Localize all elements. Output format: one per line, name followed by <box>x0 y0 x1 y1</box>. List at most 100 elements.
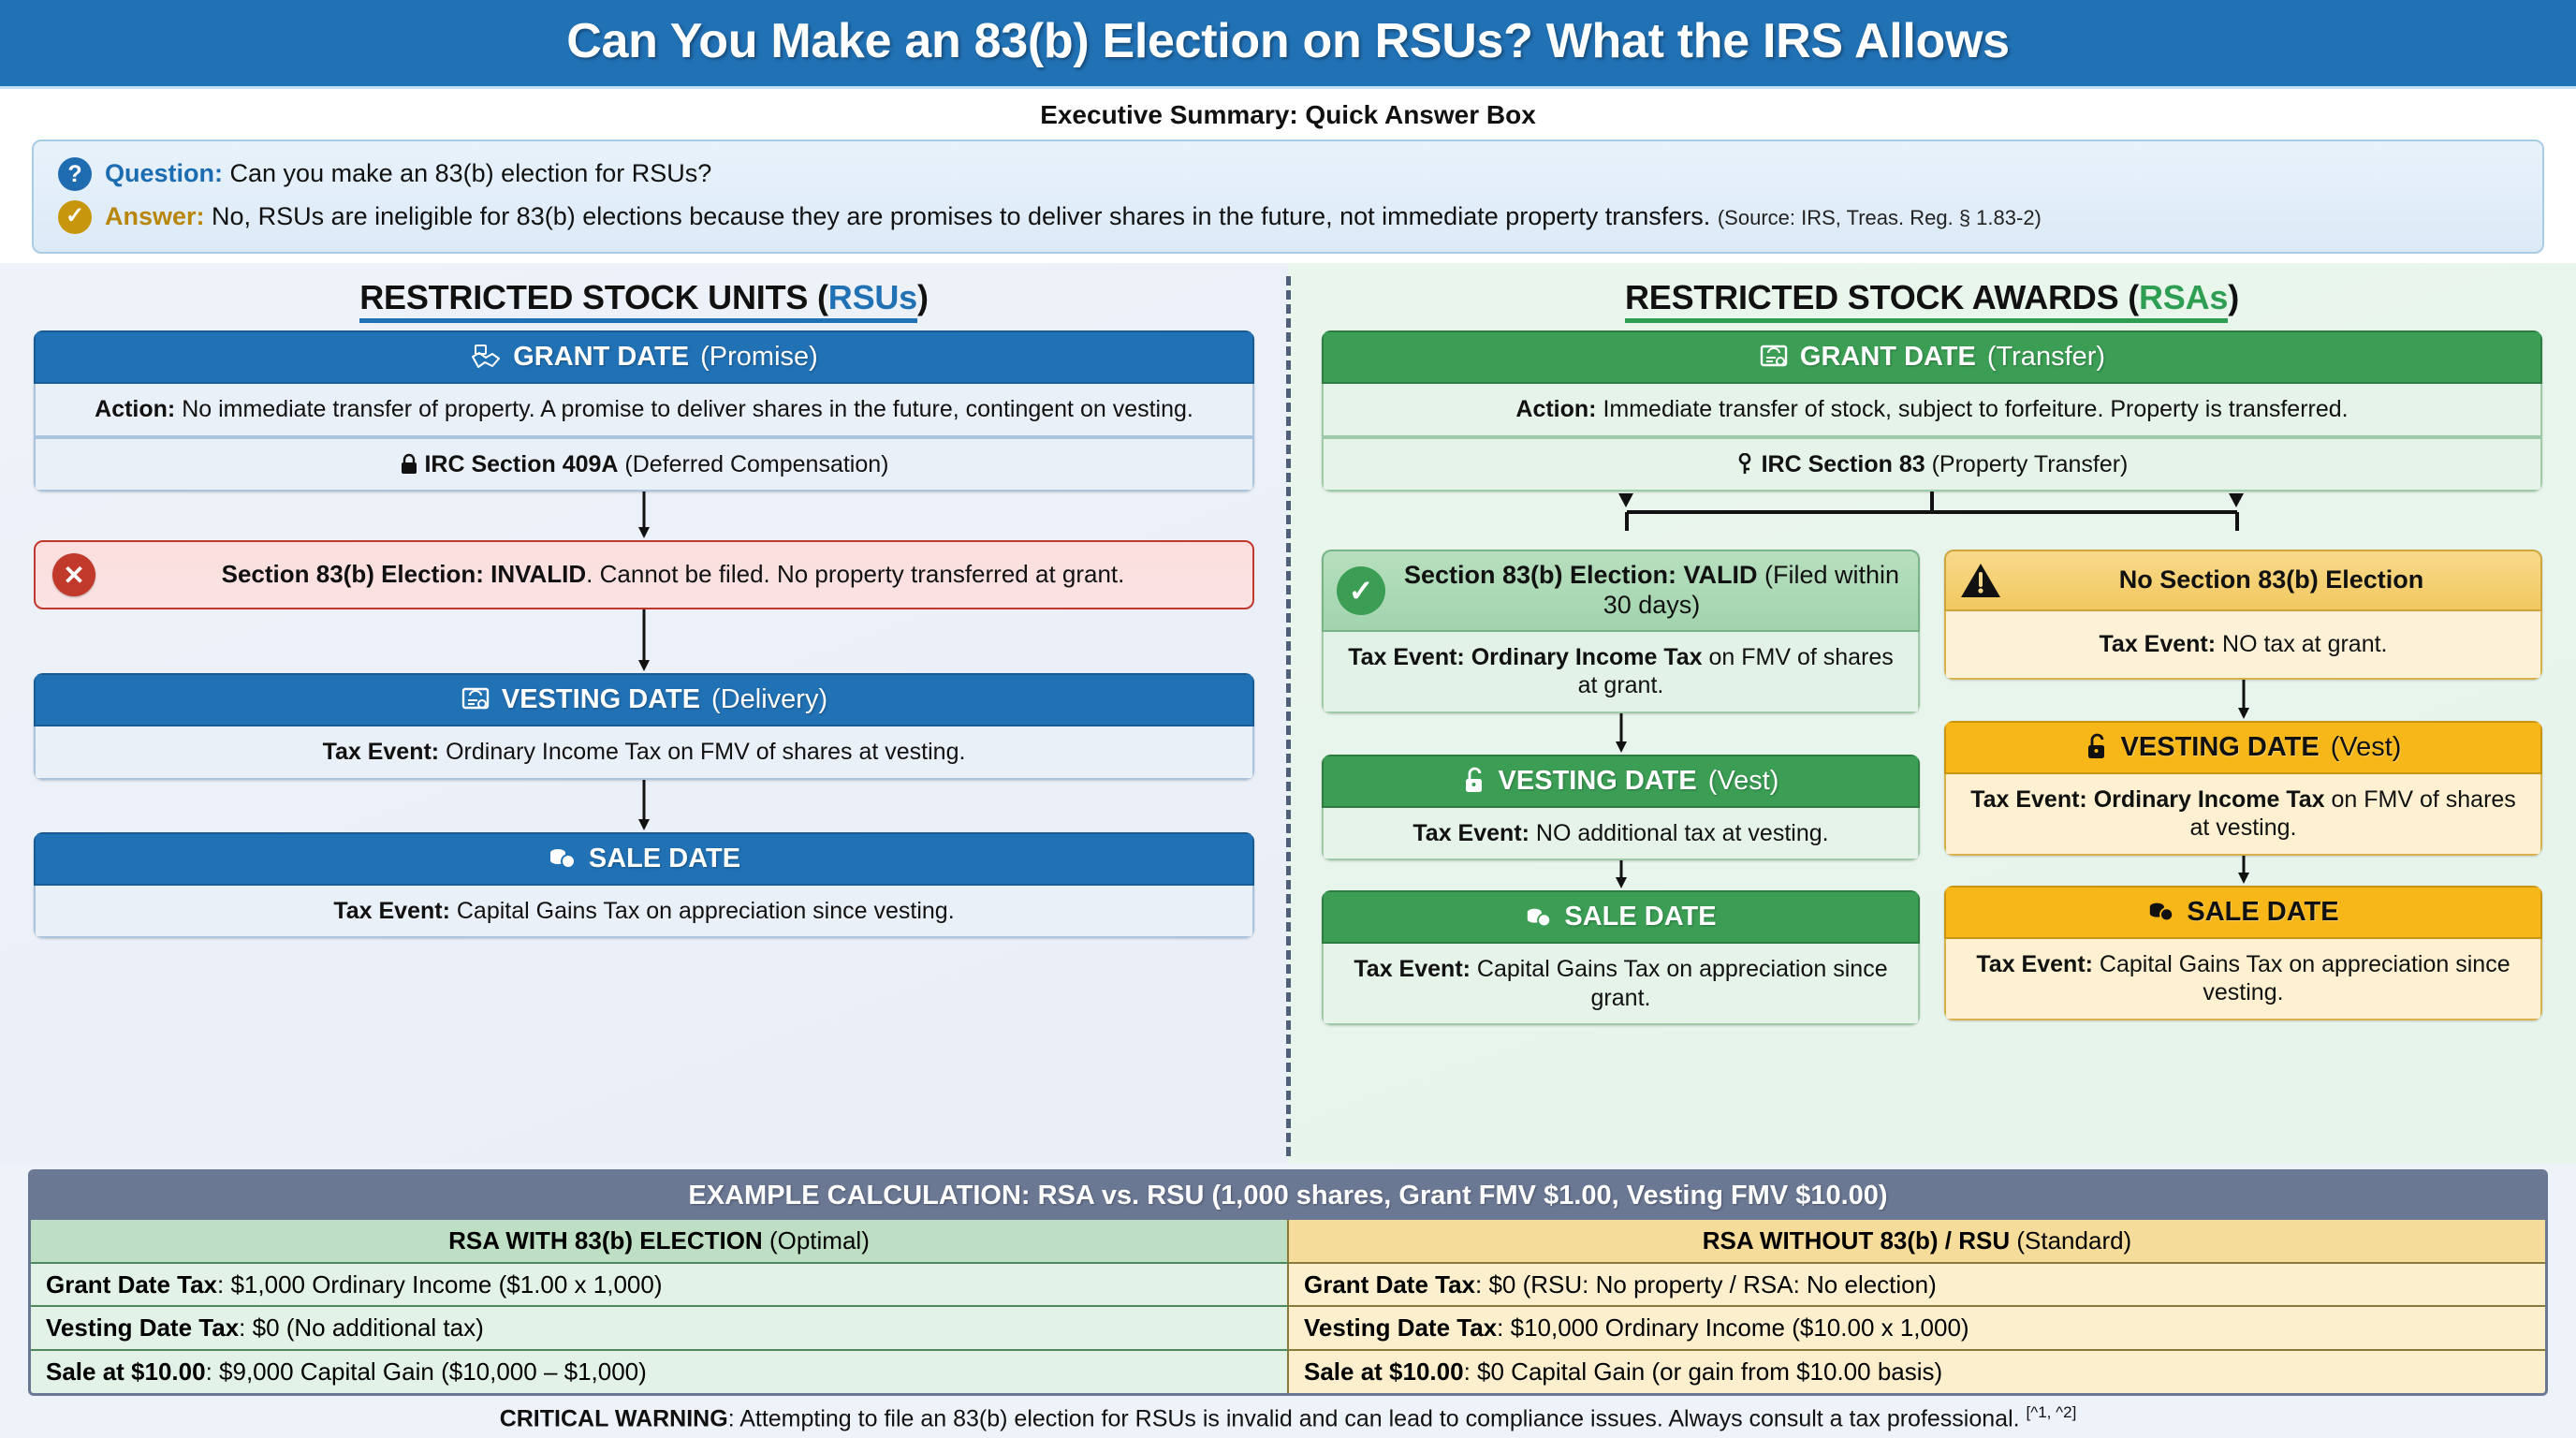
table-header-right-bold: RSA WITHOUT 83(b) / RSU <box>1702 1225 2011 1255</box>
rsa-no-election-title: No Section 83(b) Election <box>2118 565 2424 594</box>
rsa-without-sale-tax-label: Tax Event: <box>1976 950 2093 977</box>
rsu-invalid-text: Section 83(b) Election: INVALID. Cannot … <box>110 560 1236 590</box>
rsa-without-vesting-tax-label: Tax Event: Ordinary Income Tax <box>1970 785 2325 813</box>
table-header-right-sub: (Standard) <box>2016 1225 2132 1255</box>
comparison-columns: RESTRICTED STOCK UNITS (RSUs) GRANT DATE… <box>0 263 2576 1164</box>
rsu-grant-code-label: IRC Section 409A <box>424 450 619 477</box>
rsu-sale-tax-label: Tax Event: <box>333 897 450 924</box>
rsa-grant-action-text: Immediate transfer of stock, subject to … <box>1603 396 2349 422</box>
row-value: : $9,000 Capital Gain ($10,000 – $1,000) <box>205 1357 647 1386</box>
table-title: EXAMPLE CALCULATION: RSA vs. RSU (1,000 … <box>31 1171 2545 1220</box>
rsa-heading-main: RESTRICTED STOCK AWARDS ( <box>1624 278 2139 323</box>
rsa-branch-pair: ✓ Section 83(b) Election: VALID (Filed w… <box>1322 550 2542 1026</box>
rsa-with-sale-tax-text: Capital Gains Tax on appreciation since … <box>1476 956 1888 1011</box>
rsu-arrow-2 <box>34 609 1254 673</box>
rsu-grant-card: GRANT DATE (Promise) Action: No immediat… <box>34 330 1254 492</box>
rsa-grant-code: IRC Section 83 (Property Transfer) <box>1322 436 2542 492</box>
row-value: : $0 (No additional tax) <box>239 1313 484 1343</box>
rsa-branch-connector <box>1322 492 2542 550</box>
rsa-without-sale-tax: Tax Event: Capital Gains Tax on apprecia… <box>1944 938 2542 1020</box>
table-header-left: RSA WITH 83(b) ELECTION (Optimal) <box>31 1219 1289 1264</box>
rsa-without-vesting-card: VESTING DATE (Vest) Tax Event: Ordinary … <box>1944 720 2542 856</box>
rsa-heading-accent: RSAs <box>2139 278 2228 323</box>
rsu-heading-close: ) <box>917 278 929 316</box>
rsu-sale-tax-text: Capital Gains Tax on appreciation since … <box>456 897 955 924</box>
rsu-vesting-subtitle: (Delivery) <box>711 684 828 714</box>
rsa-without-vesting-title: VESTING DATE <box>2120 731 2320 762</box>
rsu-grant-code-sub: (Deferred Compensation) <box>624 450 889 477</box>
rsa-without-sale-tax-text: Capital Gains Tax on appreciation since … <box>2099 950 2510 1006</box>
table-cell-right: Vesting Date Tax: $10,000 Ordinary Incom… <box>1289 1307 2545 1351</box>
rsa-valid-tax: Tax Event: Ordinary Income Tax on FMV of… <box>1322 631 1920 713</box>
coins-icon <box>1528 908 1552 928</box>
lock-icon <box>401 453 417 474</box>
rsa-without-vesting-sub: (Vest) <box>2330 731 2402 762</box>
question-row: ? Question: Can you make an 83(b) electi… <box>58 153 2518 196</box>
rsa-no-election-card: No Section 83(b) Election Tax Event: NO … <box>1944 550 2542 680</box>
rsa-with-election-branch: ✓ Section 83(b) Election: VALID (Filed w… <box>1322 550 1920 1026</box>
rsu-sale-tax: Tax Event: Capital Gains Tax on apprecia… <box>34 885 1254 938</box>
rsu-sale-title: SALE DATE <box>588 843 741 873</box>
rsa-without-sale-header: SALE DATE <box>1944 885 2542 939</box>
rsu-heading-main: RESTRICTED STOCK UNITS ( <box>359 278 828 323</box>
row-value: : $0 Capital Gain (or gain from $10.00 b… <box>1463 1357 1943 1386</box>
critical-warning: CRITICAL WARNING: Attempting to file an … <box>0 1395 2576 1438</box>
rsu-grant-action-text: No immediate transfer of property. A pro… <box>182 396 1193 422</box>
example-calculation-table: EXAMPLE CALCULATION: RSA vs. RSU (1,000 … <box>28 1168 2548 1396</box>
row-label: Vesting Date Tax <box>46 1313 240 1343</box>
table-header-left-bold: RSA WITH 83(b) ELECTION <box>448 1225 763 1255</box>
rsa-grant-action: Action: Immediate transfer of stock, sub… <box>1322 384 2542 437</box>
key-icon <box>1738 452 1750 474</box>
rsa-grant-card: GRANT DATE (Transfer) Action: Immediate … <box>1322 330 2542 492</box>
rsu-grant-code: IRC Section 409A (Deferred Compensation) <box>34 436 1254 492</box>
critical-warning-label: CRITICAL WARNING <box>499 1405 728 1431</box>
rsa-no-election-tax-label: Tax Event: <box>2099 631 2217 657</box>
rsu-grant-title: GRANT DATE <box>513 342 690 372</box>
rsa-with-sale-card: SALE DATE Tax Event: Capital Gains Tax o… <box>1322 890 1920 1026</box>
answer-body: No, RSUs are ineligible for 83(b) electi… <box>212 202 1711 231</box>
rsu-column: RESTRICTED STOCK UNITS (RSUs) GRANT DATE… <box>0 263 1288 1164</box>
certificate-icon <box>1760 345 1788 366</box>
table-header-left-sub: (Optimal) <box>768 1225 870 1255</box>
rsa-without-vesting-header: VESTING DATE (Vest) <box>1944 720 2542 774</box>
rsa-grant-title: GRANT DATE <box>1799 342 1976 372</box>
table-row: Sale at $10.00: $9,000 Capital Gain ($10… <box>31 1351 2545 1393</box>
check-circle-icon: ✓ <box>58 200 92 234</box>
rsu-vesting-card: VESTING DATE (Delivery) Tax Event: Ordin… <box>34 673 1254 780</box>
rsa-with-sale-header: SALE DATE <box>1322 890 1920 945</box>
rsu-vesting-tax: Tax Event: Ordinary Income Tax on FMV of… <box>34 726 1254 780</box>
table-header-row: RSA WITH 83(b) ELECTION (Optimal) RSA WI… <box>31 1219 2545 1264</box>
rsa-column: RESTRICTED STOCK AWARDS (RSAs) GRANT DAT… <box>1288 263 2576 1164</box>
rsu-vesting-tax-label: Tax Event: <box>322 739 440 765</box>
unlock-icon <box>2087 733 2104 758</box>
answer-text: Answer: No, RSUs are ineligible for 83(b… <box>105 201 2042 233</box>
executive-summary-label: Executive Summary: Quick Answer Box <box>0 89 2576 139</box>
rsa-column-heading: RESTRICTED STOCK AWARDS (RSAs) <box>1322 272 2542 330</box>
rsa-with-vesting-sub: (Vest) <box>1707 765 1779 796</box>
table-row: Vesting Date Tax: $0 (No additional tax)… <box>31 1307 2545 1351</box>
quick-answer-box: ? Question: Can you make an 83(b) electi… <box>32 139 2544 254</box>
rsu-vesting-title: VESTING DATE <box>501 684 701 714</box>
rsa-valid-tax-text: on FMV of shares at grant. <box>1577 643 1894 699</box>
footnote-markers: [^1, ^2] <box>2026 1402 2077 1421</box>
certificate-icon <box>461 687 490 709</box>
rsa-with-vesting-header: VESTING DATE (Vest) <box>1322 754 1920 808</box>
row-value: : $0 (RSU: No property / RSA: No electio… <box>1475 1269 1937 1299</box>
critical-warning-text: : Attempting to file an 83(b) election f… <box>727 1405 2020 1431</box>
rsa-no-election-tax: Tax Event: NO tax at grant. <box>1944 611 2542 680</box>
rsu-invalid-election-box: ✕ Section 83(b) Election: INVALID. Canno… <box>34 540 1254 609</box>
rsa-grant-action-label: Action: <box>1515 396 1597 422</box>
rsu-heading-accent: RSUs <box>827 278 917 323</box>
table-cell-left: Vesting Date Tax: $0 (No additional tax) <box>31 1307 1289 1351</box>
row-label: Vesting Date Tax <box>1304 1313 1498 1343</box>
question-mark-icon: ? <box>58 157 92 191</box>
rsu-sale-header: SALE DATE <box>34 831 1254 886</box>
rsa-with-arrow-2 <box>1322 860 1920 890</box>
row-label: Sale at $10.00 <box>46 1357 206 1386</box>
rsa-with-sale-tax-label: Tax Event: <box>1354 956 1471 983</box>
rsa-heading-close: ) <box>2228 278 2240 316</box>
row-value: : $10,000 Ordinary Income ($10.00 x 1,00… <box>1497 1313 1969 1343</box>
rsu-grant-action: Action: No immediate transfer of propert… <box>34 384 1254 437</box>
rsa-grant-header: GRANT DATE (Transfer) <box>1322 330 2542 384</box>
